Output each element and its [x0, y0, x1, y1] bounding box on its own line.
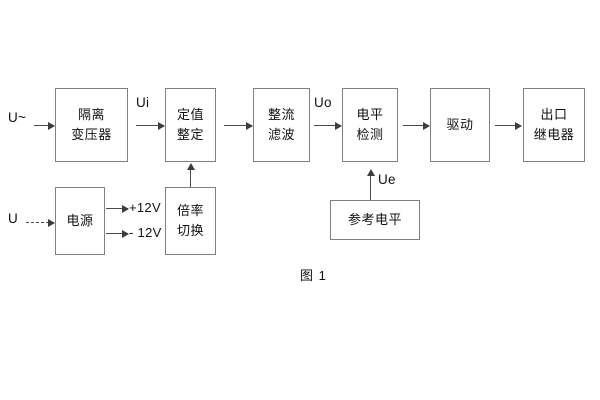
signal-label-uo: Uo: [314, 95, 332, 110]
rail-label-negative: - 12V: [129, 225, 162, 240]
block-level-detection-line1: 电平: [356, 106, 384, 122]
block-power-supply-line1: 电源: [66, 212, 94, 228]
block-rectifier-filter: 整流 滤波: [253, 88, 310, 162]
block-output-relay: 出口 继电器: [523, 88, 585, 162]
arrow-input-to-isolation-transformer: [34, 121, 55, 130]
arrow-level-detection-to-drive: [403, 121, 430, 130]
signal-input-label: U~: [8, 110, 27, 125]
block-output-relay-line1: 出口: [540, 106, 568, 122]
block-level-detection: 电平 检测: [342, 88, 398, 162]
arrow-setting-value-to-rectifier-filter: [224, 121, 253, 130]
figure-caption: 图 1: [300, 268, 327, 283]
block-isolation-transformer-line1: 隔离: [77, 106, 105, 122]
power-input-label: U: [8, 211, 19, 226]
signal-label-ui: Ui: [136, 95, 150, 110]
arrow-input-to-power-supply: [26, 218, 55, 227]
block-rectifier-filter-line1: 整流: [267, 106, 295, 122]
block-reference-level: 参考电平: [330, 200, 420, 240]
arrow-multiplier-switch-to-setting-value: [186, 163, 195, 187]
arrow-drive-to-output-relay: [495, 121, 522, 130]
block-multiplier-switch: 倍率 切换: [165, 187, 216, 255]
block-rectifier-filter-line2: 滤波: [267, 127, 295, 142]
block-output-relay-line2: 继电器: [533, 127, 575, 142]
block-setting-value-line1: 定值: [176, 106, 204, 122]
block-setting-value-line2: 整定: [176, 127, 204, 142]
arrow-rail-negative: [106, 229, 129, 238]
block-drive-line1: 驱动: [446, 116, 474, 132]
rail-label-positive: +12V: [129, 200, 161, 215]
block-setting-value: 定值 整定: [165, 88, 216, 162]
arrow-reference-level-to-level-detection: [366, 169, 375, 200]
block-power-supply: 电源: [55, 187, 105, 255]
arrow-isolation-transformer-to-setting-value: [136, 121, 165, 130]
block-reference-level-line1: 参考电平: [347, 211, 402, 227]
arrow-rectifier-filter-to-level-detection: [314, 121, 342, 130]
block-drive: 驱动: [430, 88, 490, 162]
block-isolation-transformer-line2: 变压器: [71, 127, 112, 142]
block-isolation-transformer: 隔离 变压器: [55, 88, 128, 162]
block-multiplier-switch-line2: 切换: [176, 223, 204, 238]
block-level-detection-line2: 检测: [356, 127, 384, 142]
block-multiplier-switch-line1: 倍率: [176, 202, 204, 218]
arrow-rail-positive: [106, 204, 129, 213]
signal-label-ue: Ue: [378, 172, 396, 187]
